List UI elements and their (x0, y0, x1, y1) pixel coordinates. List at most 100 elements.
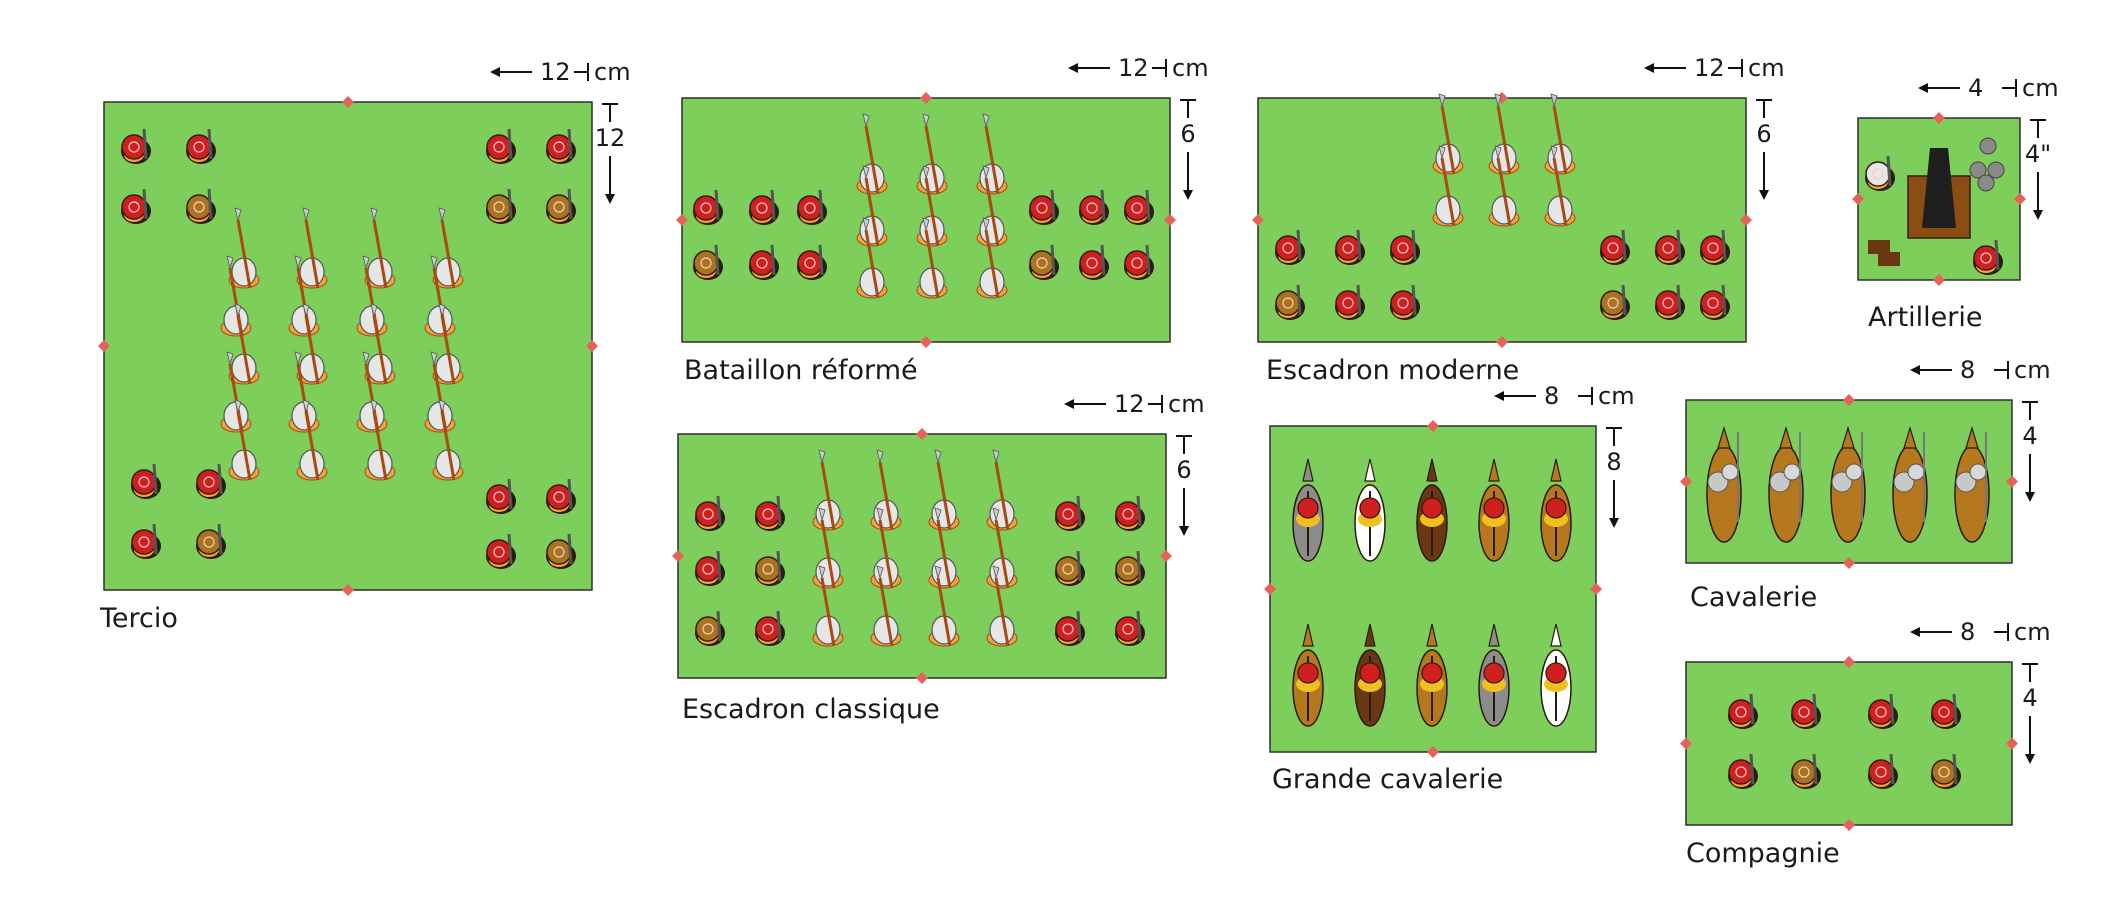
width-value: 8 (1960, 618, 1975, 646)
musketeer-figure (1655, 229, 1685, 265)
cannonball (1969, 161, 1987, 179)
formation-label: Cavalerie (1690, 582, 1817, 613)
width-value: 8 (1960, 356, 1975, 384)
center-marker (916, 428, 928, 440)
pikeman-figure (1432, 145, 1464, 227)
unit-label: cm (594, 58, 631, 86)
depth-value: 8 (1606, 448, 1621, 476)
depth-value: 12 (595, 124, 626, 152)
pikeman-figure (432, 207, 464, 289)
center-marker (1252, 214, 1264, 226)
depth-value: 4 (2022, 684, 2037, 712)
unit-label: cm (2022, 74, 2059, 102)
cannonball (1987, 161, 2005, 179)
pikeman-figure (228, 399, 260, 481)
center-marker (916, 672, 928, 684)
musketeer-figure (1124, 189, 1154, 225)
musketeer-figure (1600, 284, 1630, 320)
center-marker (920, 336, 932, 348)
musketeer-figure (693, 244, 723, 280)
center-marker (1496, 336, 1508, 348)
formation-base (1685, 661, 2013, 826)
depth-value: 6 (1176, 456, 1191, 484)
center-marker (1427, 746, 1439, 758)
center-marker (586, 340, 598, 352)
center-marker (342, 584, 354, 596)
center-marker (1843, 394, 1855, 406)
cannon-barrel (1922, 148, 1956, 228)
musketeer-figure (1791, 693, 1821, 729)
musketeer-figure (1055, 610, 1085, 646)
cavalry-figure (1892, 425, 1928, 543)
pikeman-figure (986, 565, 1018, 647)
formation-base (103, 101, 593, 591)
center-marker (1680, 737, 1692, 750)
formation-label: Grande cavalerie (1272, 764, 1503, 795)
pikeman-figure (296, 399, 328, 481)
unit-label: cm (1168, 390, 1205, 418)
pikeman-figure (228, 207, 260, 289)
depth-value: 6 (1756, 120, 1771, 148)
cavalry-figure (1478, 623, 1510, 727)
musketeer-figure (1115, 610, 1145, 646)
center-marker (2006, 737, 2018, 750)
cavalry-figure (1540, 458, 1572, 562)
musketeer-figure (1079, 244, 1109, 280)
center-marker (1160, 550, 1172, 562)
center-marker (676, 214, 688, 226)
musketeer-figure (1390, 229, 1420, 265)
musketeer-figure (1868, 693, 1898, 729)
center-marker (1264, 583, 1276, 595)
unit-label: cm (2014, 356, 2051, 384)
unit-label: cm (2014, 618, 2051, 646)
formation-label: Escadron moderne (1266, 355, 1519, 386)
musketeer-figure (1973, 239, 2003, 275)
musketeer-figure (486, 128, 516, 164)
cavalry-figure (1416, 458, 1448, 562)
center-marker (1933, 274, 1945, 286)
center-marker (2014, 193, 2026, 205)
cannonball (1977, 174, 1995, 192)
center-marker (2006, 475, 2018, 488)
pikeman-figure (296, 303, 328, 385)
musketeer-figure (1079, 189, 1109, 225)
musketeer-figure (546, 478, 576, 514)
musketeer-figure (1335, 284, 1365, 320)
musketeer-figure (1600, 229, 1630, 265)
cavalry-figure (1706, 425, 1742, 543)
pikeman-figure (364, 303, 396, 385)
musketeer-figure (486, 533, 516, 569)
musketeer-figure (121, 188, 151, 224)
musketeer-figure (196, 523, 226, 559)
formation-label: Compagnie (1686, 838, 1840, 869)
musketeer-figure (546, 188, 576, 224)
musketeer-figure (486, 478, 516, 514)
musketeer-figure (755, 610, 785, 646)
musketeer-figure (1655, 284, 1685, 320)
musketeer-figure (749, 244, 779, 280)
pikeman-figure (364, 399, 396, 481)
pikeman-figure (288, 255, 320, 337)
unit-label: cm (1748, 54, 1785, 82)
width-value: 12 (1694, 54, 1725, 82)
musketeer-figure (1728, 693, 1758, 729)
musketeer-figure (186, 128, 216, 164)
depth-value: 4 (2022, 422, 2037, 450)
musketeer-figure (1931, 753, 1961, 789)
musketeer-figure (1700, 229, 1730, 265)
cavalry-figure (1292, 623, 1324, 727)
width-value: 12 (1114, 390, 1145, 418)
musketeer-figure (695, 495, 725, 531)
pikeman-figure (976, 217, 1008, 299)
formation-base (677, 433, 1167, 679)
musketeer-figure (1115, 550, 1145, 586)
width-value: 4 (1968, 74, 1983, 102)
musketeer-figure (797, 189, 827, 225)
musketeer-figure (1055, 495, 1085, 531)
musketeer-figure (1868, 753, 1898, 789)
musketeer-figure (1931, 693, 1961, 729)
pikeman-figure (220, 351, 252, 433)
unit-label: cm (1598, 382, 1635, 410)
